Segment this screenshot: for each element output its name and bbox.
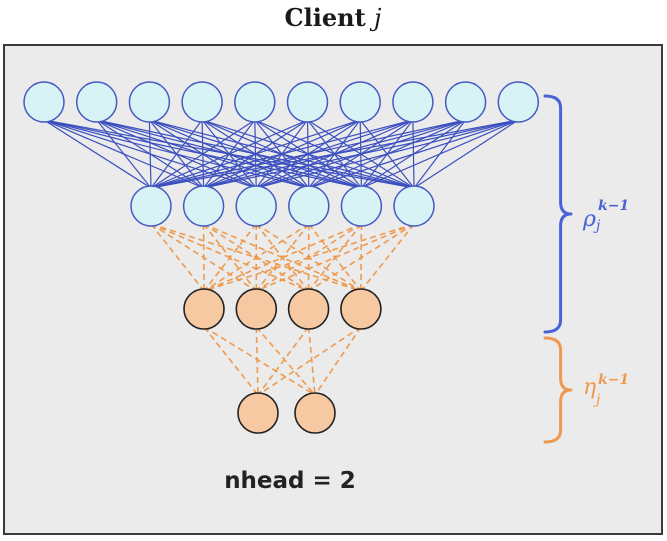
edge-1-5-to-2-1 xyxy=(255,223,415,292)
client-panel xyxy=(3,44,663,535)
hidden-layer-node-3 xyxy=(235,185,277,227)
hidden-layer-node-2 xyxy=(182,185,225,227)
title-label: Client xyxy=(285,3,375,32)
input-layer-node-5 xyxy=(234,81,276,123)
hidden-layer-node-6 xyxy=(393,185,435,227)
head-layer-node-2 xyxy=(235,288,278,330)
edge-0-9-to-1-5 xyxy=(413,119,519,189)
edge-0-5-to-1-0 xyxy=(150,119,308,189)
input-layer-node-9 xyxy=(444,81,487,123)
edge-2-1-to-3-1 xyxy=(255,326,316,396)
hidden-layer-node-5 xyxy=(340,185,383,227)
edge-2-2-to-3-0 xyxy=(257,326,310,396)
edge-1-2-to-2-0 xyxy=(203,223,257,292)
edge-0-9-to-1-1 xyxy=(203,119,519,189)
edge-0-6-to-1-0 xyxy=(150,119,361,189)
input-layer-node-1 xyxy=(23,81,65,123)
eta-brace xyxy=(543,336,573,444)
output-layer-node-2 xyxy=(294,392,336,434)
edge-0-2-to-1-0 xyxy=(148,119,152,189)
edge-0-9-to-1-4 xyxy=(361,119,519,189)
input-layer-node-10 xyxy=(497,81,540,123)
rho-subscript: j xyxy=(593,218,601,234)
eta-superscript: k−1 xyxy=(598,372,629,388)
edge-2-3-to-3-1 xyxy=(314,326,362,396)
edge-2-2-to-3-1 xyxy=(307,326,316,396)
rho-symbol: ρ xyxy=(582,207,596,232)
output-layer-node-1 xyxy=(237,392,279,434)
input-layer-node-3 xyxy=(128,81,171,123)
nhead-caption: nhead = 2 xyxy=(224,468,356,494)
hidden-layer-node-4 xyxy=(288,185,330,227)
hidden-layer-node-1 xyxy=(130,185,172,227)
diagram-title: Client j xyxy=(285,3,383,32)
eta-subscript: j xyxy=(593,392,601,408)
network-edges xyxy=(43,119,519,396)
input-layer-node-6 xyxy=(286,81,329,123)
head-layer-node-1 xyxy=(183,288,225,330)
eta-symbol: η xyxy=(583,375,596,400)
edge-0-9-to-1-2 xyxy=(256,119,519,189)
rho-label: ρk−1 j xyxy=(582,198,629,234)
edge-0-1-to-1-0 xyxy=(96,119,152,189)
edge-1-5-to-2-3 xyxy=(360,223,415,292)
input-layer-node-4 xyxy=(181,81,223,123)
edge-2-3-to-3-0 xyxy=(257,326,362,396)
edge-2-0-to-3-0 xyxy=(203,326,259,396)
edge-0-9-to-1-3 xyxy=(308,119,519,189)
edge-1-3-to-2-0 xyxy=(203,223,310,292)
edge-0-3-to-1-0 xyxy=(150,119,203,189)
head-layer-node-4 xyxy=(340,288,382,330)
edge-1-5-to-2-0 xyxy=(203,223,415,292)
edge-1-0-to-2-0 xyxy=(150,223,205,292)
edge-1-4-to-2-0 xyxy=(203,223,362,292)
edge-0-7-to-1-0 xyxy=(150,119,414,189)
head-layer-node-3 xyxy=(287,288,330,330)
edge-0-4-to-1-0 xyxy=(150,119,256,189)
edge-0-9-to-1-0 xyxy=(150,119,519,189)
edge-0-8-to-1-0 xyxy=(150,119,466,189)
edge-2-0-to-3-1 xyxy=(203,326,316,396)
network-nodes xyxy=(23,81,540,434)
rho-brace xyxy=(543,94,573,334)
input-layer-node-8 xyxy=(392,81,434,123)
edge-0-0-to-1-0 xyxy=(43,119,152,189)
edge-1-5-to-2-2 xyxy=(308,223,415,292)
rho-superscript: k−1 xyxy=(598,198,629,214)
input-layer-node-7 xyxy=(339,81,381,123)
input-layer-node-2 xyxy=(75,81,118,123)
edge-2-1-to-3-0 xyxy=(255,326,259,396)
